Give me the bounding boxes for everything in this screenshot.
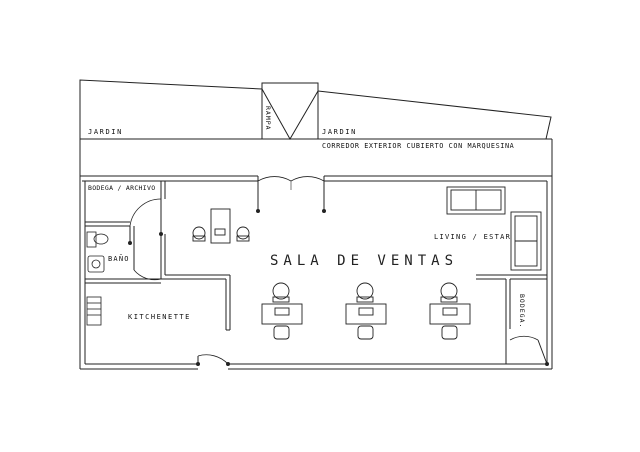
bodega-label: BODEGA. (518, 294, 526, 328)
garden-area (79, 79, 552, 140)
reception-desk (192, 208, 250, 244)
bodega-archivo-label: BODEGA / ARCHIVO (88, 184, 155, 192)
building-walls (79, 175, 553, 370)
toilet-icon (86, 231, 109, 248)
main-entrance-door (257, 176, 325, 211)
sofa-side (510, 211, 542, 271)
bano-label: BAÑO (108, 254, 130, 263)
kitchenette-label: KITCHENETTE (128, 313, 191, 321)
sala-ventas-label: SALA DE VENTAS (270, 253, 458, 269)
workstation-1 (261, 282, 303, 340)
bodega-archivo-door (129, 198, 162, 234)
corridor-label: CORREDOR EXTERIOR CUBIERTO CON MARQUESIN… (322, 142, 514, 150)
garden-right-label: JARDIN (322, 128, 357, 136)
garden-left-label: JARDIN (88, 128, 123, 136)
ramp-label: RAMPA (264, 106, 272, 131)
bano-door (133, 243, 162, 281)
kitchen-counter (86, 296, 102, 326)
workstation-3 (429, 282, 471, 340)
corridor (79, 139, 553, 176)
sofa-top (446, 186, 506, 215)
workstation-2 (345, 282, 387, 340)
bodega-door (509, 335, 548, 365)
kitchenette-door (197, 329, 230, 365)
living-estar-label: LIVING / ESTAR (434, 233, 511, 241)
sink-icon (87, 255, 105, 273)
ramp (261, 82, 319, 141)
